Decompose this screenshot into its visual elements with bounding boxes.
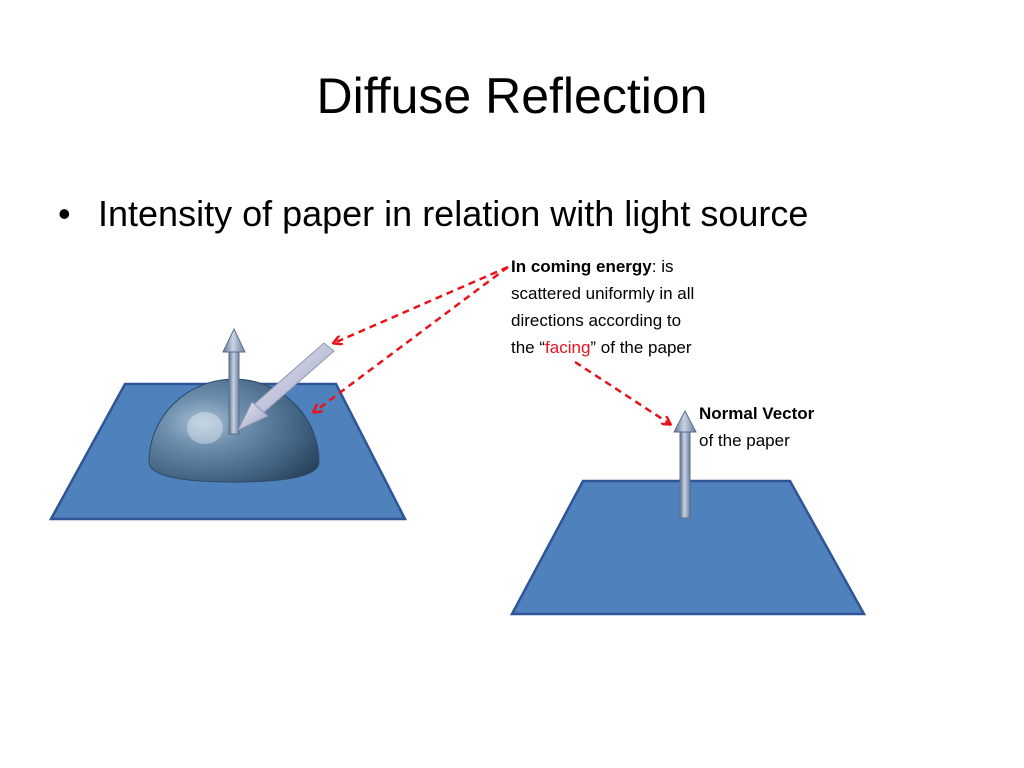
dashed-arrow-to-dome [314,265,509,412]
dashed-arrow-to-normal [574,360,670,424]
right-paper-plane [509,479,867,616]
incoming-energy-callout: In coming energy: is scattered uniformly… [511,253,694,361]
callout-line-1: In coming energy: is [511,253,694,280]
bullet-text: Intensity of paper in relation with ligh… [98,193,809,234]
normal-vector-heading: Normal Vector [699,404,815,423]
incoming-energy-heading-suffix: : is [651,257,674,276]
normal-vector-callout: Normal Vector of the paper [699,400,814,454]
right-normal-arrow [673,409,697,519]
callout-line-4: the “facing” of the paper [511,338,692,357]
callout-line-2: scattered uniformly in all [511,284,695,303]
incoming-light-arrow [236,342,335,432]
bullet-glyph: • [58,193,71,234]
incoming-energy-heading: In coming energy [511,257,652,276]
normal-vector-subtext: of the paper [699,431,790,450]
facing-highlight: facing [545,338,591,357]
slide-title: Diffuse Reflection [316,68,708,124]
callout-line-3: directions according to [511,311,682,330]
dashed-arrow-to-light [334,265,509,343]
left-normal-arrow [222,327,246,435]
bullet-item: • Intensity of paper in relation with lig… [58,186,808,242]
